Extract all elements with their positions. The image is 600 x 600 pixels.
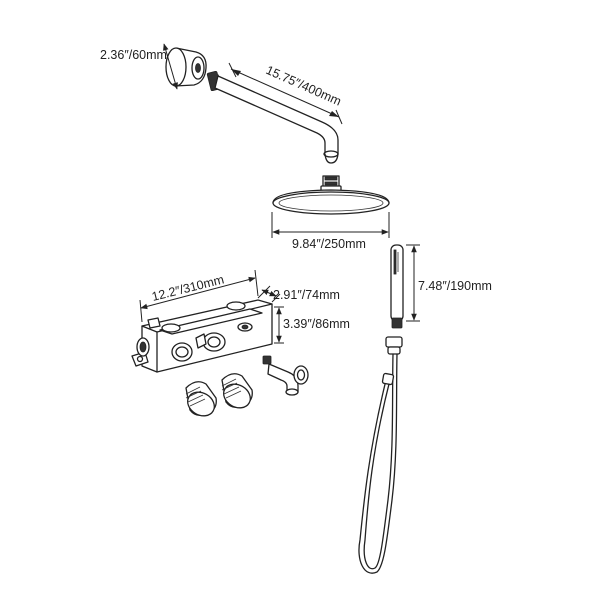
shower-head-dim-label: 9.84″/250mm xyxy=(292,237,366,251)
shower-arm xyxy=(206,70,339,164)
hand-shower xyxy=(390,244,404,329)
wall-outlet-elbow xyxy=(262,355,309,396)
shower-head-dimension: 9.84″/250mm xyxy=(271,212,390,251)
rain-shower-head xyxy=(272,175,390,215)
valve-height-dimension: 3.39″/86mm xyxy=(274,306,350,344)
hand-shower-dim-label: 7.48″/190mm xyxy=(418,279,492,293)
shower-hose xyxy=(358,336,403,574)
valve-depth-dim-label: 2.91″/74mm xyxy=(273,288,340,302)
control-knob-left xyxy=(185,381,217,417)
hand-shower-dimension: 7.48″/190mm xyxy=(406,244,492,322)
control-knob-right xyxy=(221,373,253,409)
valve-body xyxy=(131,299,273,373)
valve-depth-dimension: 2.91″/74mm xyxy=(257,285,340,303)
wall-flange-dimension: 2.36″/60mm xyxy=(100,43,178,90)
valve-height-dim-label: 3.39″/86mm xyxy=(283,317,350,331)
wall-flange-dim-label: 2.36″/60mm xyxy=(100,48,167,62)
wall-flange xyxy=(165,47,207,87)
valve-length-dim-label: 12.2″/310mm xyxy=(150,272,225,303)
